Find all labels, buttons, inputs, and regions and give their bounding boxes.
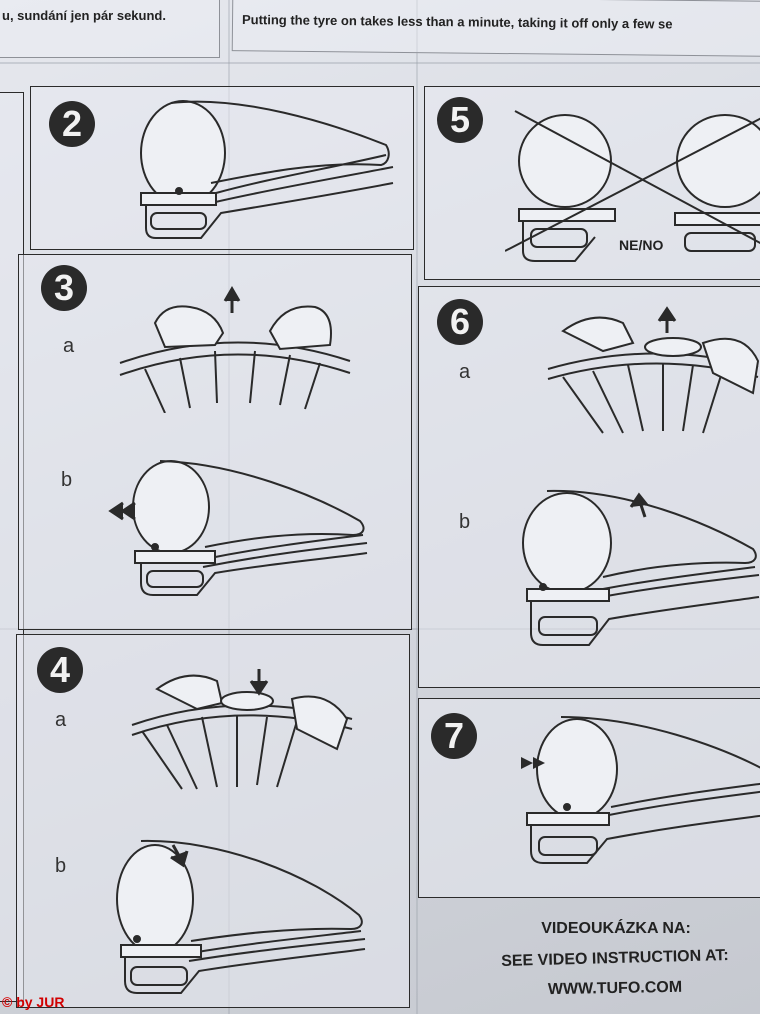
step-7-badge: 7	[431, 713, 477, 759]
step-6a-illustration	[543, 303, 760, 443]
step-2-illustration	[131, 93, 401, 243]
header-text-czech: u, sundání jen pár sekund.	[2, 8, 166, 23]
step-5-illustration	[505, 101, 760, 271]
fold-line	[416, 0, 418, 1014]
step-4-panel: 4 a b	[16, 634, 410, 1008]
step-4-label-a: a	[55, 709, 67, 731]
step-2-panel: 2	[30, 86, 414, 250]
step-7-illustration	[511, 711, 760, 881]
step-3-label-b: b	[61, 469, 73, 491]
step-6b-illustration	[517, 483, 760, 663]
step-3-panel: 3 a b	[18, 254, 412, 630]
video-line-english: SEE VIDEO INSTRUCTION AT:	[501, 947, 729, 970]
step-4-label-b: b	[55, 855, 67, 877]
step-6-label-b: b	[459, 511, 471, 533]
step-3-badge: 3	[41, 265, 87, 311]
fold-line	[0, 62, 760, 64]
step-5-panel: 5 NE/NO	[424, 86, 760, 280]
step-6-label-a: a	[459, 361, 471, 383]
step-5-caption: NE/NO	[619, 237, 664, 253]
step-5-badge: 5	[437, 97, 483, 143]
step-4a-illustration	[127, 659, 357, 799]
step-7-panel: 7	[418, 698, 760, 898]
step-6-badge: 6	[437, 299, 483, 345]
step-2-badge: 2	[49, 101, 95, 147]
video-line-czech: VIDEOUKÁZKA NA:	[541, 920, 691, 937]
step-6-panel: 6 a b	[418, 286, 760, 688]
photo-credit: © by JUR	[2, 994, 65, 1010]
step-3a-illustration	[115, 283, 355, 413]
step-3-label-a: a	[63, 335, 75, 357]
video-url[interactable]: WWW.TUFO.COM	[547, 978, 683, 999]
step-4b-illustration	[111, 835, 381, 1005]
step-4-badge: 4	[37, 647, 83, 693]
step-3b-illustration	[105, 455, 395, 605]
header-box-left	[0, 0, 220, 58]
